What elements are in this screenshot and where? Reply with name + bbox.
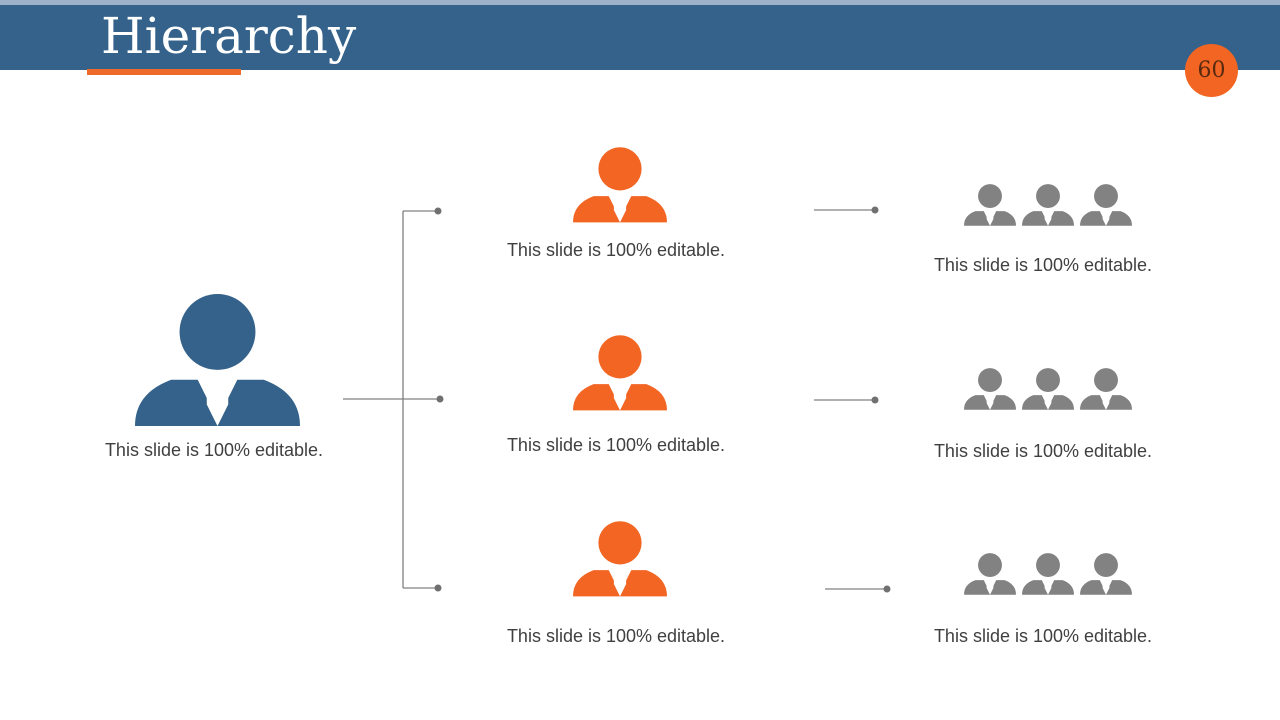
root-person-icon [135,294,300,426]
manager-person-icon [573,147,667,223]
team-caption: This slide is 100% editable. [933,255,1153,275]
connector-dots [434,206,891,593]
team-caption: This slide is 100% editable. [933,626,1153,646]
connector-dot [434,584,442,592]
manager-person-icon [573,521,667,597]
page-number-badge: 60 [1185,44,1238,97]
manager-caption: This slide is 100% editable. [506,240,726,260]
slide-title: Hierarchy [101,7,357,65]
root-caption: This slide is 100% editable. [104,440,324,460]
connector-dot [436,395,444,403]
team-caption: This slide is 100% editable. [933,441,1153,461]
manager-person-icon [573,335,667,411]
connector-lines [343,209,887,590]
top-strip [0,0,1280,5]
manager-caption: This slide is 100% editable. [506,435,726,455]
connector-dot [871,396,879,404]
manager-caption: This slide is 100% editable. [506,626,726,646]
group-icon [964,184,1132,226]
connector-dot [434,207,442,215]
connector-dot [871,206,879,214]
group-icon [964,368,1132,410]
group-icon [964,553,1132,595]
title-underline [87,69,241,75]
connector-dot [883,585,891,593]
header-band [0,5,1280,70]
